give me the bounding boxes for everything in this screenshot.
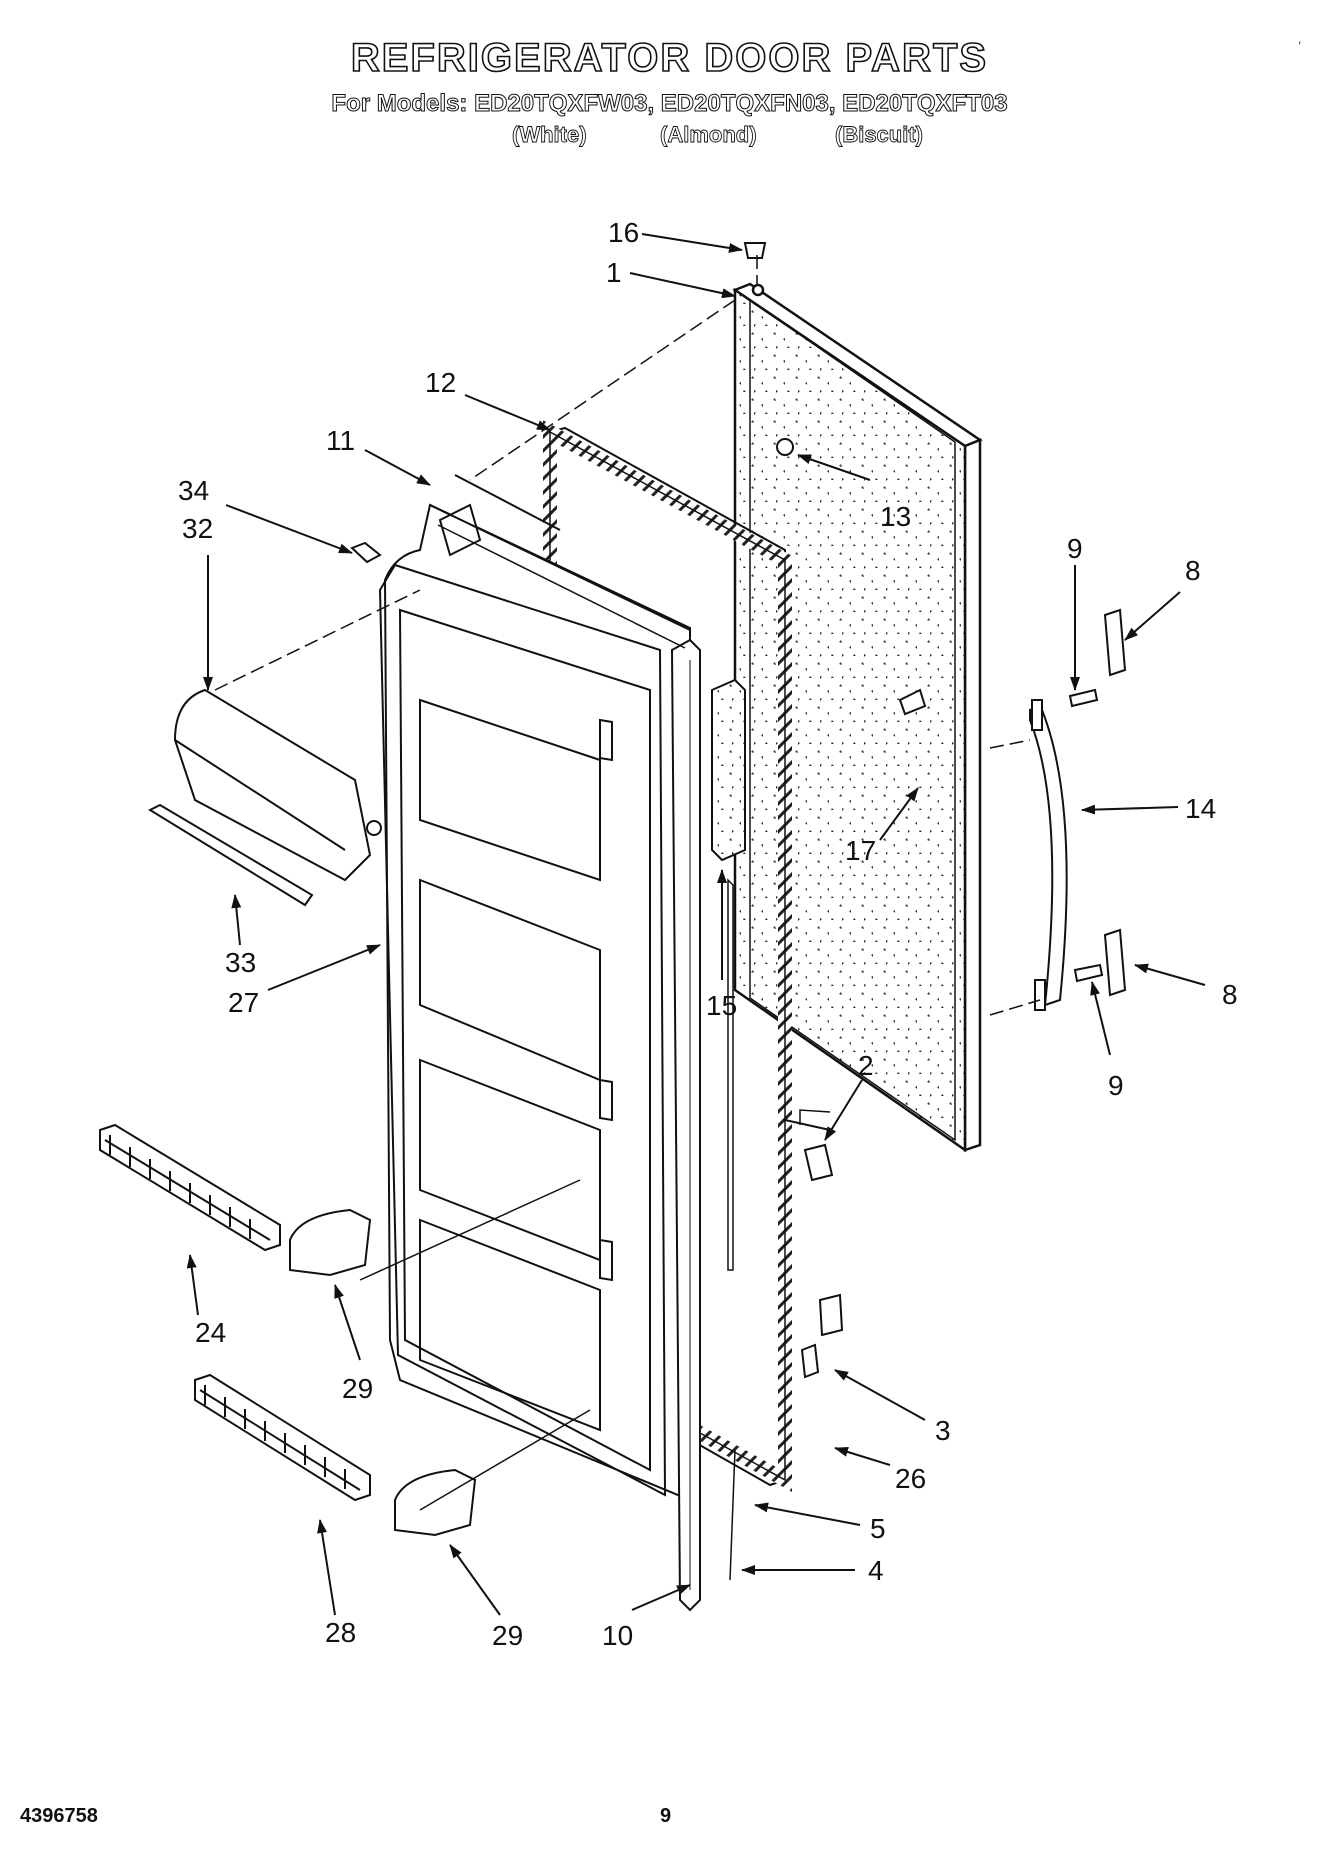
door-frame-strip — [429, 504, 701, 1612]
models-line: For Models: ED20TQXFW03, ED20TQXFN03, ED… — [331, 90, 1008, 118]
callout-leaders — [186, 233, 1206, 1616]
callout-32: 32 — [182, 513, 213, 544]
callout-8-lower: 8 — [1222, 979, 1238, 1010]
callout-29-lower: 29 — [492, 1620, 523, 1651]
document-number: 4396758 — [20, 1805, 98, 1827]
variant-biscuit: (Biscuit) — [835, 122, 924, 148]
callout-1: 1 — [606, 257, 622, 288]
callout-26: 26 — [895, 1463, 926, 1494]
foam-block — [711, 678, 746, 1271]
callout-8-upper: 8 — [1185, 555, 1201, 586]
callout-4: 4 — [868, 1555, 884, 1586]
callout-9-lower: 9 — [1108, 1070, 1124, 1101]
callout-12: 12 — [425, 367, 456, 398]
inner-door-liner — [378, 503, 691, 1502]
callout-15: 15 — [706, 990, 737, 1021]
callout-11: 11 — [326, 425, 355, 456]
outer-door-panel — [732, 282, 983, 1153]
dairy-cover — [147, 688, 382, 907]
callout-3: 3 — [935, 1415, 951, 1446]
callout-16: 16 — [608, 217, 639, 248]
door-bin-lower — [194, 1373, 371, 1502]
callout-13: 13 — [880, 501, 911, 532]
variant-white: (White) — [512, 122, 587, 148]
callout-29-upper: 29 — [342, 1373, 373, 1404]
callout-5: 5 — [870, 1513, 886, 1544]
callout-labels: 16 1 12 11 34 32 13 9 8 14 17 33 27 15 8… — [178, 217, 1238, 1651]
door-bin-upper — [99, 1123, 281, 1252]
assembly-guide-lines — [214, 255, 1041, 1016]
small-hardware — [350, 242, 927, 1581]
corner-mark: , — [1298, 32, 1302, 46]
door-handle — [1029, 608, 1127, 1011]
callout-9-upper: 9 — [1067, 533, 1083, 564]
callout-27: 27 — [228, 987, 259, 1018]
page-number: 9 — [660, 1805, 672, 1827]
bin-end-cap-lower — [394, 1468, 477, 1537]
page-title: REFRIGERATOR DOOR PARTS — [350, 35, 989, 81]
variant-almond: (Almond) — [660, 122, 757, 148]
bin-end-cap-upper — [289, 1208, 372, 1277]
callout-28: 28 — [325, 1617, 356, 1648]
callout-10: 10 — [602, 1620, 633, 1651]
callout-14: 14 — [1185, 793, 1216, 824]
callout-33: 33 — [225, 947, 256, 978]
callout-2: 2 — [858, 1050, 874, 1081]
callout-34: 34 — [178, 475, 209, 506]
callout-24: 24 — [195, 1317, 226, 1348]
callout-17: 17 — [845, 835, 876, 866]
